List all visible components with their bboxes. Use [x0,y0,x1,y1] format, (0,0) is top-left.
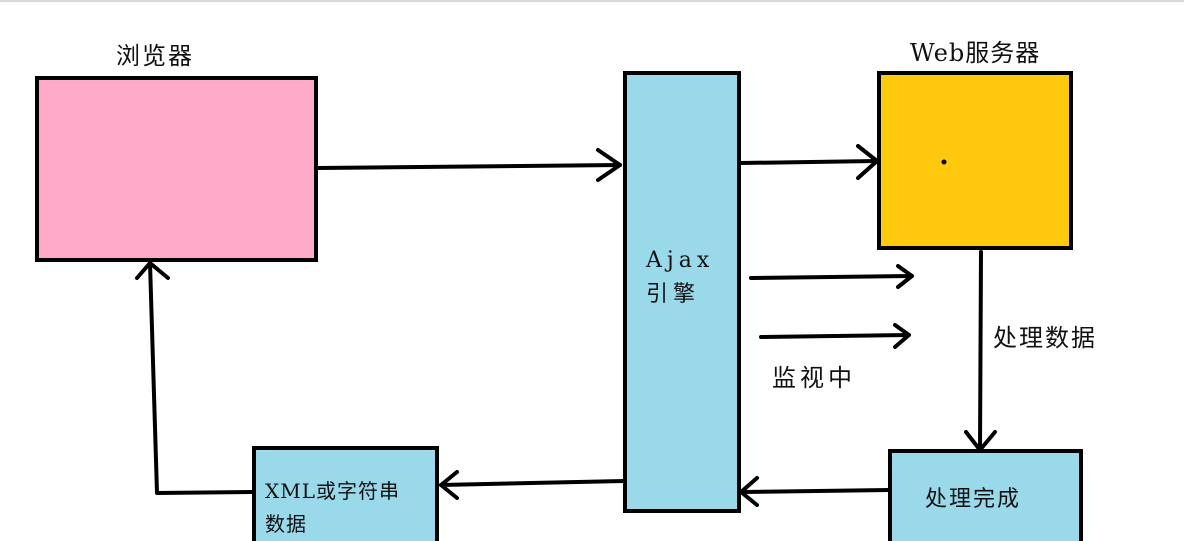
arrow-ajax-to-server [739,144,879,180]
top-border [0,0,1184,2]
arrow-ajax-to-xml [439,470,626,500]
arrow-browser-to-ajax [316,148,622,182]
ajax-engine-label-line2: 引擎 [646,282,701,307]
processing-data-label: 处理数据 [993,324,1097,352]
monitoring-label: 监视中 [772,364,856,392]
processing-done-box [888,449,1083,541]
server-dot [941,159,947,165]
xml-data-label: XML或字符串 数据 [265,475,425,541]
browser-box [35,76,318,262]
ajax-engine-label-line1: Ajax [646,248,715,273]
arrow-monitor-1 [749,264,914,289]
ajax-engine-box [623,71,741,513]
xml-data-box [252,446,439,541]
arrow-server-to-done [964,250,997,452]
browser-label: 浏览器 [116,42,194,70]
xml-data-label-line2: 数据 [265,512,307,536]
web-server-label: Web服务器 [910,39,1041,67]
arrow-monitor-2 [759,323,911,349]
processing-done-label: 处理完成 [925,487,1022,512]
web-server-box [877,71,1073,250]
xml-data-label-line1: XML或字符串 [265,479,400,503]
arrow-done-to-ajax [739,476,891,507]
arrow-xml-to-browser [135,261,254,495]
ajax-engine-label: Ajax 引擎 [646,244,714,312]
